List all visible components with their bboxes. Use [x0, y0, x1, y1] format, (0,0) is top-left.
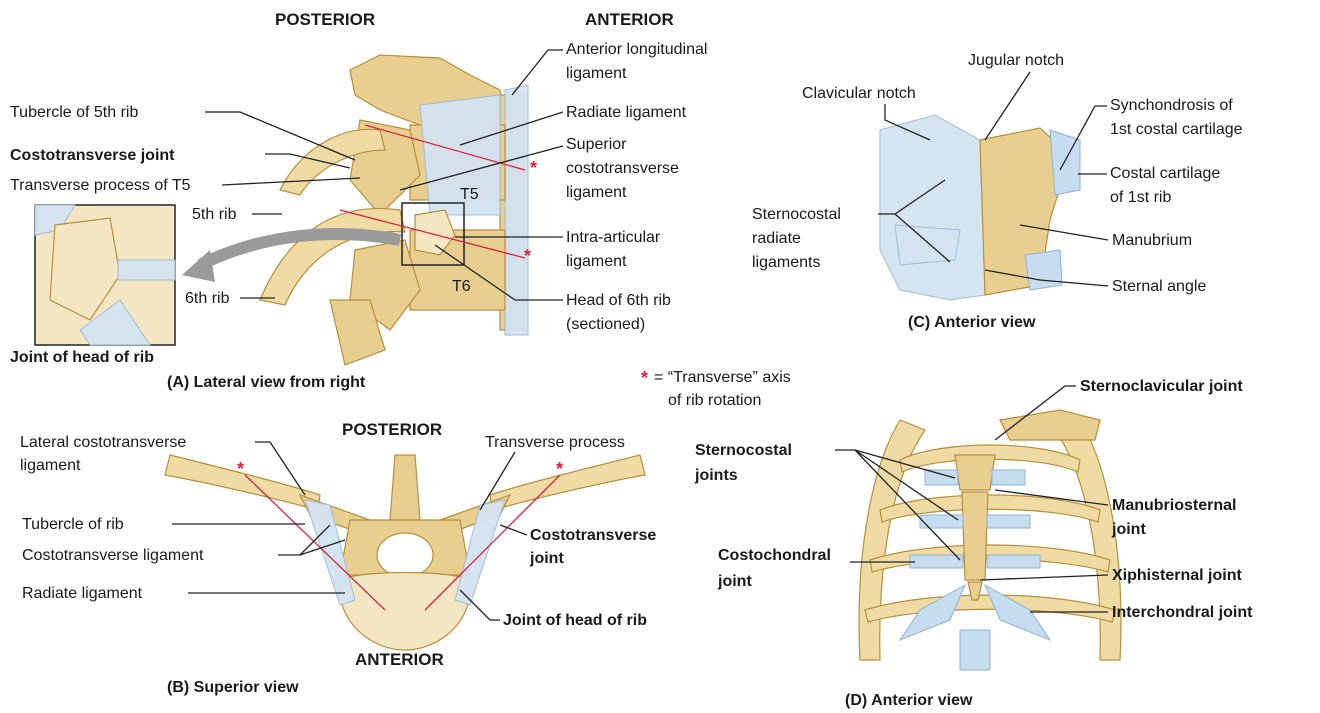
label-jugular-notch: Jugular notch [968, 52, 1064, 69]
label-tubercle-of-rib: Tubercle of rib [22, 516, 124, 533]
label-intra-articular-2: ligament [566, 253, 627, 270]
svg-text:*: * [530, 158, 537, 178]
label-manubrium: Manubrium [1112, 232, 1192, 249]
panel-a-caption: (A) Lateral view from right [167, 374, 366, 391]
label-sternocostal-radiate-2: radiate [752, 230, 801, 247]
label-clavicular-notch: Clavicular notch [802, 85, 916, 102]
panel-b: POSTERIOR * * Lateral costotransverse [20, 420, 656, 696]
label-synchondrosis-1: Synchondrosis of [1110, 97, 1233, 114]
label-costotransverse-joint-b-1: Costotransverse [530, 527, 656, 544]
svg-text:*: * [524, 246, 531, 266]
label-superior-ct-ligament-1: Superior [566, 136, 627, 153]
label-joint-head-rib-a: Joint of head of rib [10, 349, 154, 366]
label-sternocostal-radiate-1: Sternocostal [752, 206, 841, 223]
label-synchondrosis-2: 1st costal cartilage [1110, 121, 1243, 138]
label-radiate-ligament-a: Radiate ligament [566, 104, 687, 121]
label-interchondral-joint: Interchondral joint [1112, 604, 1253, 621]
label-xiphisternal-joint: Xiphisternal joint [1112, 567, 1242, 584]
panel-d-ribcage-illustration [859, 410, 1121, 670]
panel-c-manubrium-illustration [880, 115, 1080, 300]
label-t6: T6 [452, 278, 471, 295]
panel-a: POSTERIOR ANTERIOR * * [10, 10, 707, 391]
panel-b-anterior-label: ANTERIOR [355, 650, 444, 669]
label-sternocostal-radiate-3: ligaments [752, 254, 820, 271]
label-anterior-longitudinal-ligament-2: ligament [566, 65, 627, 82]
label-t5: T5 [460, 186, 479, 203]
label-lateral-ct-ligament-1: Lateral costotransverse [20, 434, 186, 451]
label-costochondral-joint-2: joint [717, 573, 752, 590]
label-transverse-process: Transverse process [485, 434, 625, 451]
panel-b-posterior-label: POSTERIOR [342, 420, 442, 439]
label-manubriosternal-joint-2: joint [1111, 521, 1146, 538]
panel-c-caption: (C) Anterior view [908, 314, 1036, 331]
label-manubriosternal-joint-1: Manubriosternal [1112, 497, 1236, 514]
legend-star: * [641, 368, 648, 388]
panel-a-anterior-label: ANTERIOR [585, 10, 674, 29]
label-5th-rib: 5th rib [192, 206, 237, 223]
panel-d-caption: (D) Anterior view [845, 692, 973, 709]
panel-c: Jugular notch Clavicular notch Synchondr… [752, 52, 1243, 331]
label-costochondral-joint-1: Costochondral [718, 547, 831, 564]
axis-legend: * = “Transverse” axis of rib rotation [641, 368, 791, 409]
label-anterior-longitudinal-ligament-1: Anterior longitudinal [566, 41, 707, 58]
legend-line-1: = “Transverse” axis [654, 369, 791, 386]
label-transverse-process-t5: Transverse process of T5 [10, 177, 191, 194]
legend-line-2: of rib rotation [668, 392, 761, 409]
label-sternoclavicular-joint: Sternoclavicular joint [1080, 378, 1243, 395]
label-sternocostal-joints-1: Sternocostal [695, 442, 792, 459]
label-costal-cartilage-1: Costal cartilage [1110, 165, 1220, 182]
label-radiate-ligament-b: Radiate ligament [22, 585, 143, 602]
label-costal-cartilage-2: of 1st rib [1110, 189, 1171, 206]
label-costotransverse-ligament: Costotransverse ligament [22, 547, 204, 564]
label-6th-rib: 6th rib [185, 290, 230, 307]
label-sternocostal-joints-2: joints [694, 467, 738, 484]
label-superior-ct-ligament-3: ligament [566, 184, 627, 201]
label-costotransverse-joint-b-2: joint [529, 550, 564, 567]
panel-d: Sternoclavicular joint Sternocostal join… [694, 378, 1253, 709]
label-lateral-ct-ligament-2: ligament [20, 457, 81, 474]
panel-a-posterior-label: POSTERIOR [275, 10, 375, 29]
svg-text:*: * [556, 459, 563, 479]
label-superior-ct-ligament-2: costotransverse [566, 160, 679, 177]
label-costotransverse-joint-a: Costotransverse joint [10, 147, 175, 164]
label-head-6th-rib-2: (sectioned) [566, 316, 645, 333]
label-sternal-angle: Sternal angle [1112, 278, 1206, 295]
label-head-6th-rib-1: Head of 6th rib [566, 292, 671, 309]
panel-a-vertebrae-illustration: * * [260, 55, 537, 365]
label-intra-articular-1: Intra-articular [566, 229, 661, 246]
panel-b-caption: (B) Superior view [167, 679, 299, 696]
label-joint-head-rib-b: Joint of head of rib [503, 612, 647, 629]
svg-text:*: * [237, 459, 244, 479]
label-tubercle-5th-rib: Tubercle of 5th rib [10, 104, 138, 121]
